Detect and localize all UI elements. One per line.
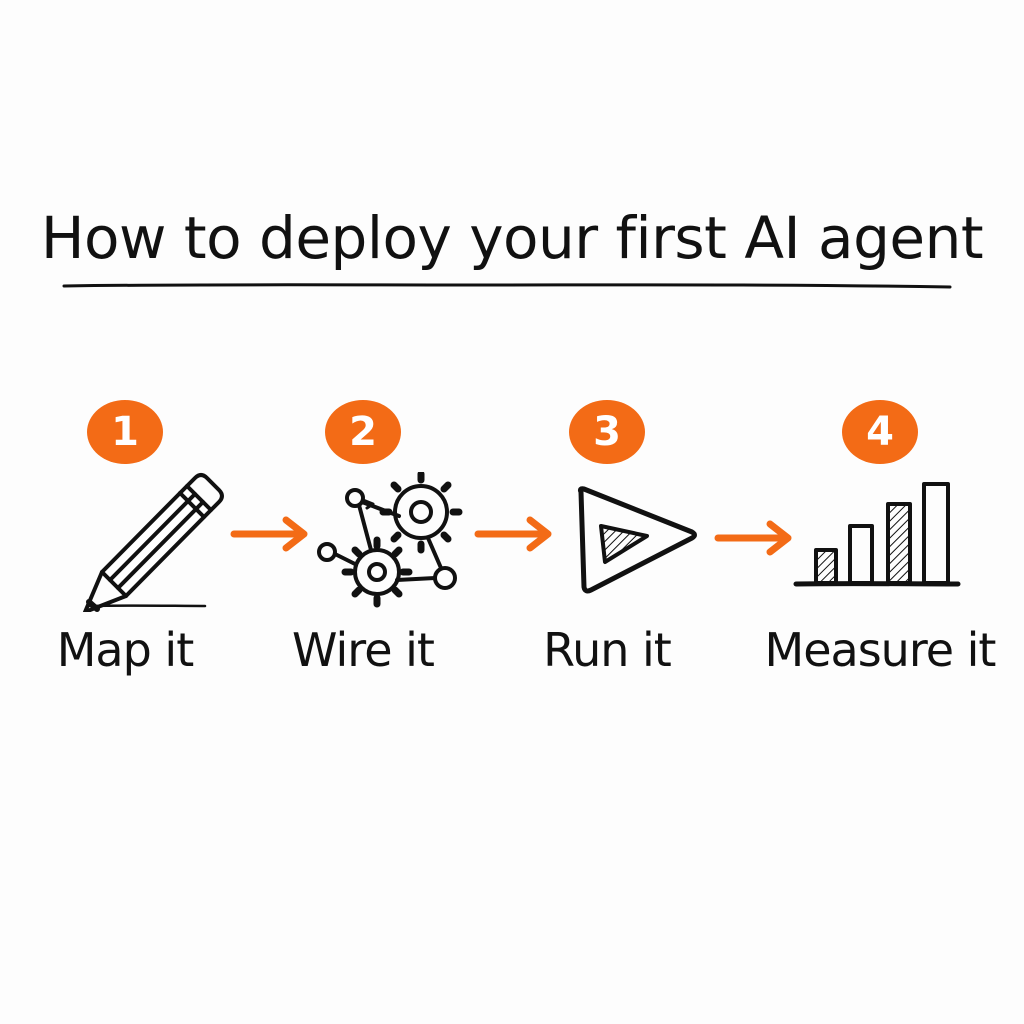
arrow-right-icon [714,520,792,556]
step-number-badge: 2 [325,400,401,464]
step-label: Wire it [292,623,435,677]
gears-network-icon [317,472,463,608]
step-map: 1 Map it [5,400,245,700]
bar-chart-icon [793,482,961,587]
step-label: Run it [543,623,672,677]
step-label: Measure it [764,623,997,677]
play-triangle-icon [577,486,697,594]
step-number-badge: 3 [569,400,645,464]
step-wire: 2 Wire it [243,400,483,700]
step-number-badge: 1 [87,400,163,464]
step-number-badge: 4 [842,400,918,464]
arrow-right-icon [230,516,308,552]
step-measure: 4 Measure it [760,400,1000,700]
diagram-title: How to deploy your first AI agent [40,204,984,272]
step-label: Map it [56,623,195,677]
arrow-right-icon [474,516,552,552]
step-run: 3 Run it [487,400,727,700]
pencil-icon [83,473,224,612]
title-underline [62,283,952,289]
